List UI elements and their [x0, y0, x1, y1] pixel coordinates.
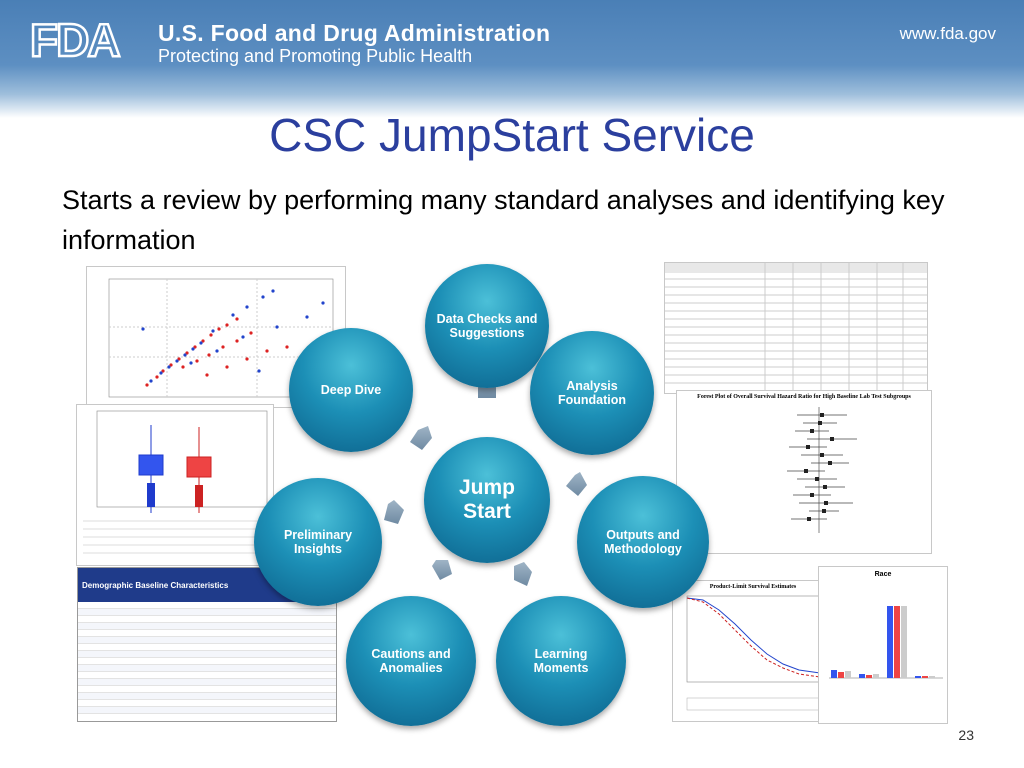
node-label: Learning Moments	[533, 647, 589, 675]
table-row	[78, 616, 336, 623]
node-label: Outputs and Methodology	[604, 528, 682, 556]
center-label: Jump Start	[458, 476, 515, 523]
survival-plot-title: Product-Limit Survival Estimates	[709, 584, 797, 590]
node-learning-moments[interactable]: Learning Moments	[496, 596, 626, 726]
table-row	[78, 637, 336, 644]
box-plot-graphic	[83, 410, 268, 561]
summary-table-thumbnail	[664, 262, 928, 394]
arrow-right	[566, 472, 587, 496]
race-bar-thumbnail: Race	[818, 566, 948, 724]
table-row	[78, 651, 336, 658]
forest-plot-title: Forest Plot of Overall Survival Hazard R…	[697, 394, 911, 400]
survival-plot-graphic	[686, 595, 828, 711]
summary-table-graphic	[665, 263, 927, 393]
header-banner: FDA U.S. Food and Drug Administration Pr…	[0, 0, 1024, 118]
table-row	[78, 665, 336, 672]
node-cautions-anomalies[interactable]: Cautions and Anomalies	[346, 596, 476, 726]
race-chart-title: Race	[874, 571, 892, 578]
race-bar-graphic	[829, 606, 943, 679]
forest-plot-graphic	[787, 407, 857, 533]
node-label: Cautions and Anomalies	[371, 647, 451, 675]
table-row	[78, 686, 336, 693]
agency-tagline: Protecting and Promoting Public Health	[158, 46, 473, 66]
node-label: Data Checks and Suggestions	[436, 312, 538, 340]
node-label: Analysis Foundation	[557, 379, 627, 407]
table-row	[78, 672, 336, 679]
fda-logo: FDA	[28, 12, 148, 68]
table-row	[78, 609, 336, 616]
node-jump-start-center[interactable]: Jump Start	[424, 437, 550, 563]
table-row	[78, 644, 336, 651]
arrow-left	[384, 500, 404, 524]
table-row	[78, 623, 336, 630]
box-plot-thumbnail	[76, 404, 274, 566]
forest-plot-thumbnail: Forest Plot of Overall Survival Hazard R…	[676, 390, 932, 554]
agency-name: U.S. Food and Drug Administration	[158, 20, 551, 46]
arrow-lower-left	[432, 560, 452, 580]
node-outputs-methodology[interactable]: Outputs and Methodology	[577, 476, 709, 608]
node-data-checks[interactable]: Data Checks and Suggestions	[425, 264, 549, 388]
slide-subtitle: Starts a review by performing many stand…	[62, 185, 945, 255]
node-analysis-foundation[interactable]: Analysis Foundation	[530, 331, 654, 455]
table-row	[78, 707, 336, 714]
survival-plot-thumbnail: Product-Limit Survival Estimates	[672, 580, 834, 722]
node-preliminary-insights[interactable]: Preliminary Insights	[254, 478, 382, 606]
table-row	[78, 602, 336, 609]
arrow-upper-left	[410, 426, 432, 450]
table-row	[78, 658, 336, 665]
node-label: Preliminary Insights	[283, 528, 353, 556]
table-row	[78, 693, 336, 700]
slide-title: CSC JumpStart Service	[269, 109, 755, 161]
website-link[interactable]: www.fda.gov	[899, 24, 996, 43]
slide-number: 23	[958, 727, 974, 743]
node-deep-dive[interactable]: Deep Dive	[289, 328, 413, 452]
table-row	[78, 700, 336, 707]
table-row	[78, 679, 336, 686]
table-row	[78, 630, 336, 637]
demographics-table-thumbnail: Demographic Baseline Characteristics	[77, 567, 337, 722]
logo-lettering: FDA	[30, 14, 119, 66]
arrow-lower-right	[514, 562, 532, 586]
node-label: Deep Dive	[320, 383, 382, 397]
